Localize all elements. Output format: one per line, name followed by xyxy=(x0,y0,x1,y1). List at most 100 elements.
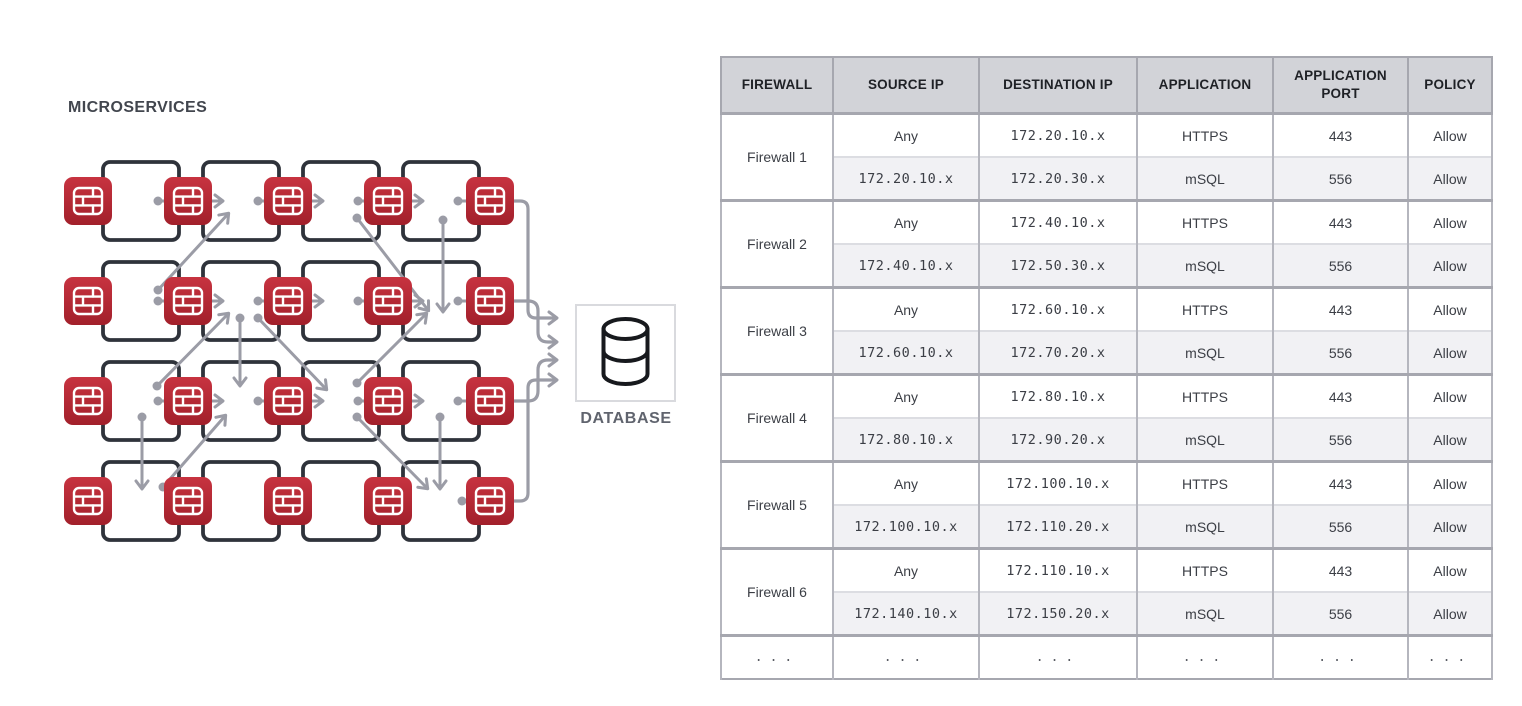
table-row-ellipsis: .................. xyxy=(720,634,1493,680)
cell-source: Any xyxy=(832,547,980,593)
cell-application: mSQL xyxy=(1136,417,1274,462)
firewall-brick-icon xyxy=(64,277,112,325)
cell-port: 556 xyxy=(1272,504,1409,549)
cell-application: mSQL xyxy=(1136,591,1274,636)
column-header-policy: POLICY xyxy=(1407,56,1493,115)
firewall-brick-icon xyxy=(164,277,212,325)
cell-destination: 172.70.20.x xyxy=(978,330,1138,375)
cell-source: Any xyxy=(832,112,980,158)
cell-port: 556 xyxy=(1272,243,1409,288)
flow-arrow xyxy=(158,413,228,492)
firewall-brick-icon xyxy=(264,477,312,525)
cell-port: 443 xyxy=(1272,112,1409,158)
cell-port: 443 xyxy=(1272,373,1409,419)
cell-port: 556 xyxy=(1272,417,1409,462)
cell-port: 443 xyxy=(1272,460,1409,506)
cell-policy: Allow xyxy=(1407,547,1493,593)
cell-firewall-name: Firewall 6 xyxy=(720,547,834,636)
cell-application: HTTPS xyxy=(1136,547,1274,593)
firewall-brick-icon xyxy=(364,277,412,325)
firewall-brick-icon xyxy=(164,177,212,225)
cell-destination: 172.60.10.x xyxy=(978,286,1138,332)
cell-source: 172.100.10.x xyxy=(832,504,980,549)
cell-port: 556 xyxy=(1272,591,1409,636)
cell-firewall-name: Firewall 4 xyxy=(720,373,834,462)
flow-arrow xyxy=(352,311,429,388)
cell-application: HTTPS xyxy=(1136,112,1274,158)
column-header-firewall: FIREWALL xyxy=(720,56,834,115)
cell-port: 556 xyxy=(1272,156,1409,201)
flow-arrow xyxy=(253,313,329,392)
cell-policy: Allow xyxy=(1407,112,1493,158)
cell-ellipsis: ... xyxy=(1407,634,1493,680)
cell-policy: Allow xyxy=(1407,417,1493,462)
cell-port: 443 xyxy=(1272,199,1409,245)
diagram-title: MICROSERVICES xyxy=(68,99,208,116)
firewall-brick-icon xyxy=(466,177,514,225)
firewall-brick-icon xyxy=(466,377,514,425)
cell-ellipsis: ... xyxy=(1136,634,1274,680)
cell-source: Any xyxy=(832,286,980,332)
flow-arrow xyxy=(152,311,231,391)
cell-source: Any xyxy=(832,460,980,506)
cell-application: mSQL xyxy=(1136,330,1274,375)
firewall-brick-icon xyxy=(264,277,312,325)
microservices-diagram xyxy=(64,160,676,542)
cell-destination: 172.20.30.x xyxy=(978,156,1138,201)
cell-source: Any xyxy=(832,373,980,419)
cell-policy: Allow xyxy=(1407,373,1493,419)
firewall-brick-icon xyxy=(264,177,312,225)
cell-policy: Allow xyxy=(1407,199,1493,245)
cell-firewall-name: Firewall 3 xyxy=(720,286,834,375)
cell-policy: Allow xyxy=(1407,504,1493,549)
cell-source: 172.20.10.x xyxy=(832,156,980,201)
cell-application: HTTPS xyxy=(1136,286,1274,332)
cell-destination: 172.90.20.x xyxy=(978,417,1138,462)
firewall-brick-icon xyxy=(64,477,112,525)
database-label: DATABASE xyxy=(580,410,672,427)
cell-policy: Allow xyxy=(1407,460,1493,506)
cell-destination: 172.20.10.x xyxy=(978,112,1138,158)
cell-source: 172.80.10.x xyxy=(832,417,980,462)
column-header-application: APPLICATION xyxy=(1136,56,1274,115)
cell-destination: 172.110.10.x xyxy=(978,547,1138,593)
firewall-brick-icon xyxy=(264,377,312,425)
cell-destination: 172.50.30.x xyxy=(978,243,1138,288)
cell-application: HTTPS xyxy=(1136,460,1274,506)
cell-application: mSQL xyxy=(1136,243,1274,288)
cell-firewall-name: Firewall 2 xyxy=(720,199,834,288)
firewall-brick-icon xyxy=(164,477,212,525)
column-header-application-port: APPLICATION PORT xyxy=(1272,56,1409,115)
cell-firewall-name: Firewall 1 xyxy=(720,112,834,201)
cell-policy: Allow xyxy=(1407,286,1493,332)
database-connector xyxy=(514,199,559,326)
cell-source: Any xyxy=(832,199,980,245)
database-cylinder-icon xyxy=(601,317,650,386)
firewall-brick-icon xyxy=(64,177,112,225)
firewall-brick-icon xyxy=(164,377,212,425)
cell-source: 172.40.10.x xyxy=(832,243,980,288)
cell-destination: 172.150.20.x xyxy=(978,591,1138,636)
cell-policy: Allow xyxy=(1407,243,1493,288)
cell-application: mSQL xyxy=(1136,156,1274,201)
cell-port: 556 xyxy=(1272,330,1409,375)
cell-policy: Allow xyxy=(1407,156,1493,201)
cell-policy: Allow xyxy=(1407,591,1493,636)
cell-destination: 172.40.10.x xyxy=(978,199,1138,245)
cell-ellipsis: ... xyxy=(978,634,1138,680)
cell-ellipsis: ... xyxy=(1272,634,1409,680)
column-header-source-ip: SOURCE IP xyxy=(832,56,980,115)
